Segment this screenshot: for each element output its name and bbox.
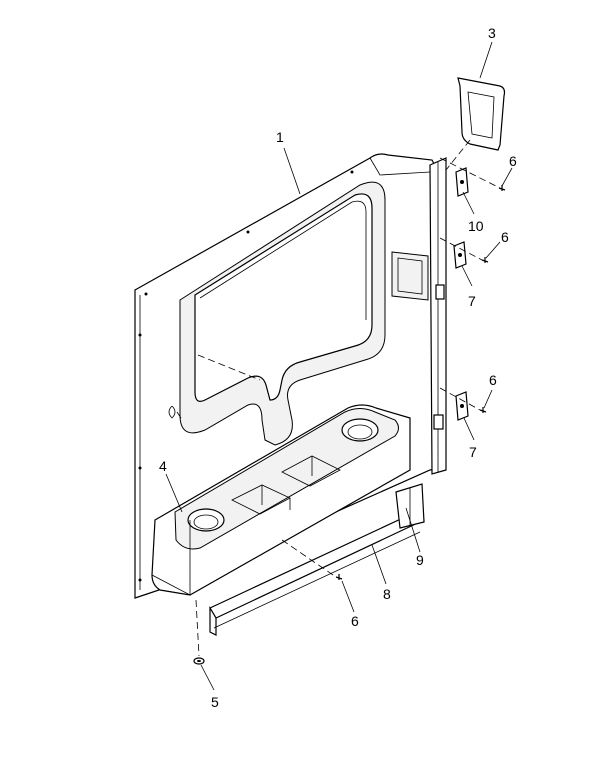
grab-handle: [457, 77, 506, 151]
callout-1: 1: [276, 129, 284, 145]
callout-4: 4: [159, 458, 167, 474]
callout-6b: 6: [501, 229, 509, 245]
bracket-7-lower: [455, 391, 469, 421]
callout-6a: 6: [509, 153, 517, 169]
callout-8: 8: [383, 586, 391, 602]
callouts: 1 3 4 5 6 6 6 6 7 7 8 9 10: [159, 25, 517, 710]
screws-6: [335, 185, 506, 580]
bracket-10: [455, 167, 469, 197]
callout-3: 3: [488, 25, 496, 41]
storage-tray: [151, 404, 411, 596]
grommet-5: [193, 657, 205, 665]
callout-9: 9: [416, 552, 424, 568]
callout-6c: 6: [489, 372, 497, 388]
bracket-7-upper: [453, 241, 467, 269]
callout-7b: 7: [469, 444, 477, 460]
assembly-lines: [195, 139, 501, 657]
handle-recess: [391, 251, 429, 301]
callout-6d: 6: [351, 613, 359, 629]
panel-edge-rail: [429, 157, 447, 475]
callout-5: 5: [211, 694, 219, 710]
callout-7a: 7: [468, 293, 476, 309]
callout-10: 10: [468, 218, 484, 234]
leader-lines: [165, 41, 513, 691]
